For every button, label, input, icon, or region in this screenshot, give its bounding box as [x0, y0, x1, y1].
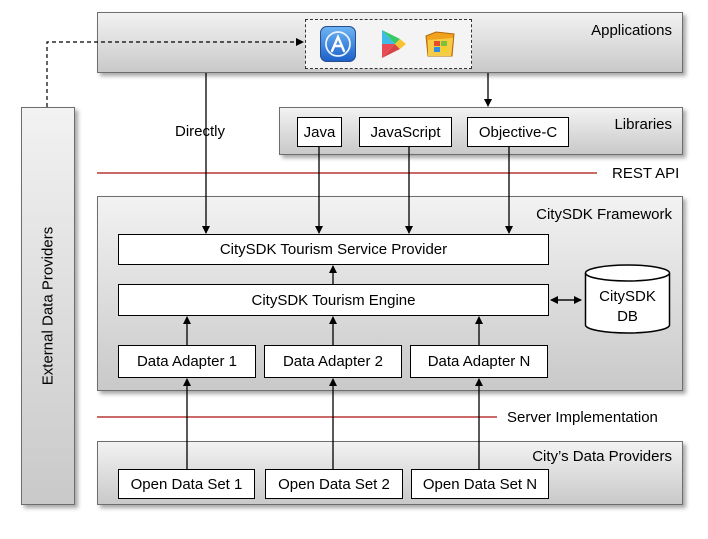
app-store-icon[interactable]: [320, 26, 356, 62]
rest-api-separator: [97, 172, 597, 174]
data-adapter-n[interactable]: Data Adapter N: [410, 345, 548, 378]
library-java[interactable]: Java: [297, 117, 342, 147]
server-implementation-label: Server Implementation: [507, 409, 658, 426]
citysdk-framework-title: CitySDK Framework: [536, 206, 672, 223]
windows-store-icon[interactable]: [422, 26, 458, 62]
app-icons-group: [305, 19, 472, 69]
external-to-apps-arrow: [46, 38, 304, 107]
applications-title: Applications: [591, 22, 672, 39]
server-implementation-separator: [97, 416, 497, 418]
open-data-set-2[interactable]: Open Data Set 2: [265, 469, 403, 499]
rest-api-label: REST API: [612, 165, 680, 182]
library-javascript[interactable]: JavaScript: [359, 117, 452, 147]
google-play-icon[interactable]: [378, 28, 408, 60]
data-adapter-1[interactable]: Data Adapter 1: [118, 345, 256, 378]
library-objective-c[interactable]: Objective-C: [467, 117, 569, 147]
data-adapter-2[interactable]: Data Adapter 2: [264, 345, 402, 378]
tourism-service-provider[interactable]: CitySDK Tourism Service Provider: [118, 234, 549, 265]
libraries-title: Libraries: [614, 116, 672, 133]
tourism-engine[interactable]: CitySDK Tourism Engine: [118, 284, 549, 316]
open-data-set-n[interactable]: Open Data Set N: [411, 469, 549, 499]
directly-label: Directly: [175, 123, 226, 140]
city-data-providers-title: City’s Data Providers: [532, 448, 672, 465]
db-label-line-2: DB: [617, 308, 638, 325]
db-label-line-1: CitySDK: [599, 288, 656, 305]
external-data-providers-panel: External Data Providers: [21, 107, 75, 505]
open-data-set-1[interactable]: Open Data Set 1: [118, 469, 255, 499]
citysdk-db[interactable]: CitySDK DB: [584, 264, 671, 334]
